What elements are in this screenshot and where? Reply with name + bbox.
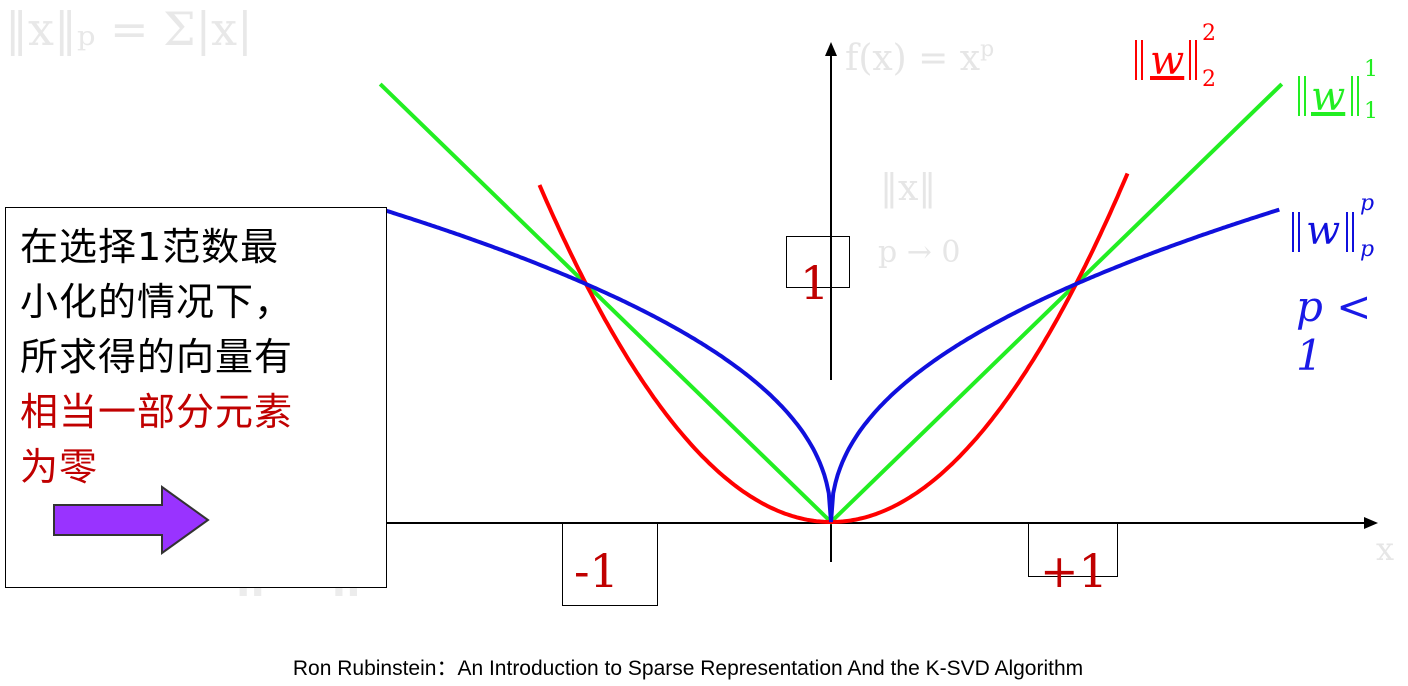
faded-formula-topleft: ‖x‖ₚ = Σ|x| [5, 2, 253, 56]
svg-text:1: 1 [1364, 99, 1378, 124]
y-tick-box [786, 236, 850, 288]
callout-text: 在选择1范数最 小化的情况下， 所求得的向量有 相当一部分元素 为零 [20, 220, 380, 495]
svg-text:1: 1 [1364, 57, 1378, 82]
x-axis-label: x [1376, 530, 1394, 568]
pos-tick-box [1028, 523, 1118, 577]
callout-line-4: 相当一部分元素 [20, 390, 294, 434]
x-tick-pos-one: +1 [1040, 544, 1108, 598]
right-arrow-icon [53, 485, 210, 555]
faded-norm-p-limit: ‖x‖ [880, 168, 936, 209]
l2-norm-label: w 2 2 [1135, 21, 1216, 92]
callout-line-3: 所求得的向量有 [20, 335, 294, 379]
svg-text:2: 2 [1202, 67, 1216, 92]
lp-norm-label: w p p [1292, 191, 1374, 262]
svg-text:p: p [1360, 237, 1374, 262]
lp-norm-curve [382, 207, 1280, 523]
faded-axis-function: f(x) = xp [845, 37, 994, 79]
x-axis-arrowhead [1364, 517, 1378, 529]
callout-line-1: 在选择1范数最 [20, 225, 280, 269]
svg-text:w: w [1306, 208, 1340, 254]
faded-p-to-zero: p → 0 [878, 235, 961, 270]
l2-norm-curve [537, 172, 1130, 524]
neg-tick-box [562, 523, 658, 606]
svg-text:w: w [1150, 38, 1184, 84]
y-tick-one: 1 [800, 256, 830, 310]
citation-text: Ron Rubinstein：An Introduction to Sparse… [292, 657, 1084, 680]
svg-text:w: w [1311, 74, 1345, 120]
callout-line-5: 为零 [20, 445, 99, 489]
x-tick-neg-one: -1 [574, 544, 619, 598]
svg-text:2: 2 [1202, 21, 1216, 46]
svg-text:p: p [1360, 191, 1374, 216]
l1-norm-label: w 1 1 [1298, 57, 1378, 124]
p-condition-label: p < 1 [1296, 282, 1372, 380]
y-axis-arrowhead [825, 42, 837, 56]
callout-line-2: 小化的情况下， [20, 280, 294, 324]
